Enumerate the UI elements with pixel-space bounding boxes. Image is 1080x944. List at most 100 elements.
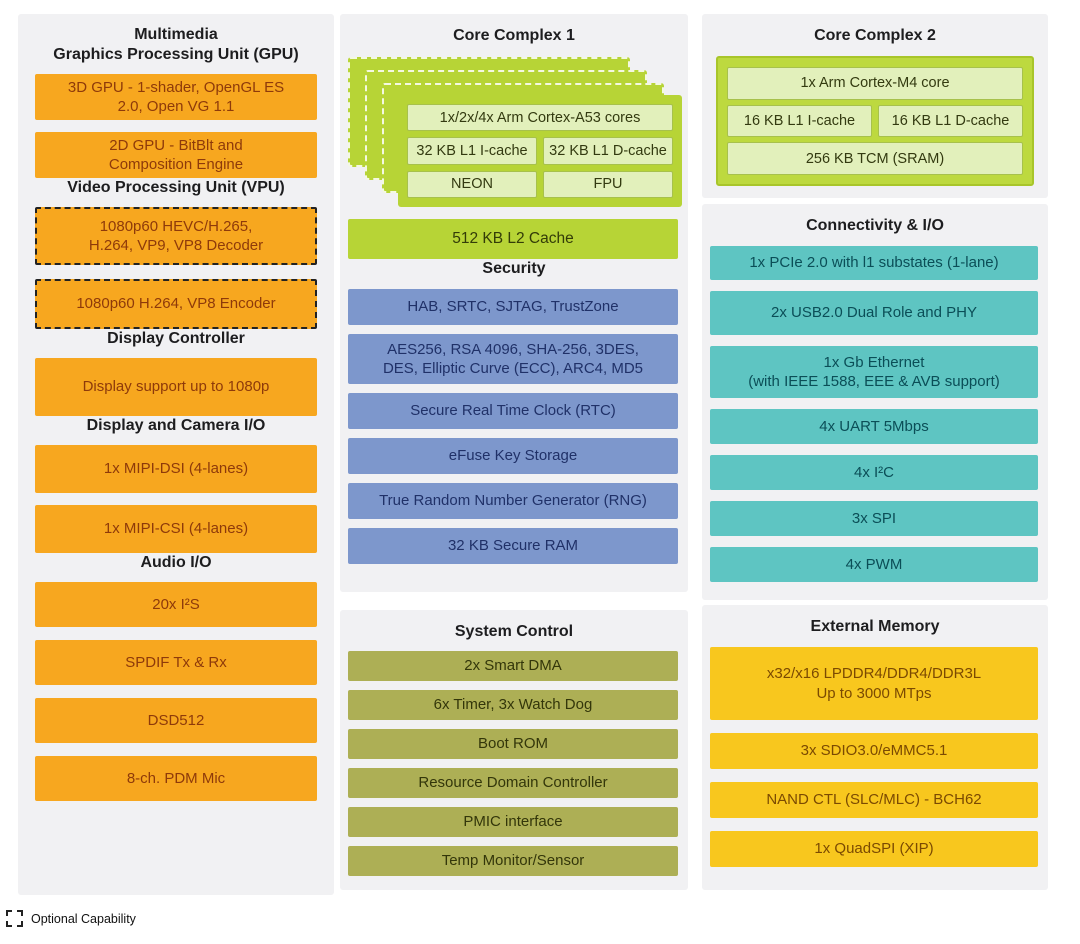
spec-block: SPDIF Tx & Rx	[35, 640, 317, 685]
legend-label: Optional Capability	[31, 911, 136, 926]
spec-block: 1x QuadSPI (XIP)	[710, 831, 1038, 867]
spec-block: 2x Smart DMA	[348, 651, 678, 681]
spec-block-label: Secure Real Time Clock (RTC)	[410, 402, 616, 420]
spec-block: 1x MIPI-DSI (4-lanes)	[35, 445, 317, 493]
spec-block-label: PMIC interface	[463, 813, 563, 831]
spec-block: True Random Number Generator (RNG)	[348, 483, 678, 519]
spec-block-label: Resource Domain Controller	[418, 774, 608, 792]
spec-block: 20x I²S	[35, 582, 317, 627]
spec-block: Temp Monitor/Sensor	[348, 846, 678, 876]
spec-block-label: Temp Monitor/Sensor	[441, 852, 585, 870]
legend: Optional Capability	[6, 910, 136, 927]
audio-io-title: Audio I/O	[140, 554, 212, 571]
m4-core-cell: 1x Arm Cortex-M4 core	[727, 67, 1023, 100]
spec-block-label: 3x SPI	[851, 509, 897, 527]
spec-block-label: 32 KB Secure RAM	[447, 537, 579, 555]
display-controller-blocks: Display support up to 1080p	[35, 358, 317, 416]
spec-block-optional: 1080p60 HEVC/H.265,H.264, VP9, VP8 Decod…	[35, 207, 317, 265]
spec-block: AES256, RSA 4096, SHA-256, 3DES,DES, Ell…	[348, 334, 678, 384]
vpu-blocks: 1080p60 HEVC/H.265,H.264, VP9, VP8 Decod…	[35, 207, 317, 329]
display-controller-title: Display Controller	[107, 330, 245, 347]
m4-icache-cell: 16 KB L1 I-cache	[727, 104, 872, 138]
spec-block: 2x USB2.0 Dual Role and PHY	[710, 291, 1038, 335]
l1-icache-cell: 32 KB L1 I-cache	[407, 137, 537, 165]
spec-block-label: 1080p60 H.264, VP8 Encoder	[76, 295, 276, 313]
core-complex-1-stack: 1x/2x/4x Arm Cortex-A53 cores 32 KB L1 I…	[348, 57, 682, 259]
spec-block: 1x PCIe 2.0 with l1 substates (1-lane)	[710, 246, 1038, 280]
spec-block: 4x PWM	[710, 547, 1038, 582]
spec-block: 8-ch. PDM Mic	[35, 756, 317, 801]
spec-block-label: eFuse Key Storage	[448, 447, 578, 465]
system-control-title: System Control	[454, 623, 574, 640]
spec-block: eFuse Key Storage	[348, 438, 678, 474]
spec-block: Resource Domain Controller	[348, 768, 678, 798]
external-memory-panel: External Memory x32/x16 LPDDR4/DDR4/DDR3…	[702, 605, 1048, 890]
spec-block: 4x I²C	[710, 455, 1038, 490]
audio-io-blocks: 20x I²S SPDIF Tx & Rx DSD512 8-ch. PDM M…	[35, 582, 317, 801]
spec-block: 3x SDIO3.0/eMMC5.1	[710, 733, 1038, 769]
external-memory-title: External Memory	[810, 618, 940, 635]
system-control-blocks: 2x Smart DMA 6x Timer, 3x Watch Dog Boot…	[348, 651, 678, 876]
m4-tcm-cell: 256 KB TCM (SRAM)	[727, 142, 1023, 176]
a53-core-card: 1x/2x/4x Arm Cortex-A53 cores 32 KB L1 I…	[398, 95, 682, 207]
neon-cell: NEON	[407, 170, 537, 198]
spec-block-label: 4x UART 5Mbps	[819, 417, 929, 435]
spec-block-label: DSD512	[147, 711, 205, 729]
spec-block: 1x Gb Ethernet(with IEEE 1588, EEE & AVB…	[710, 346, 1038, 398]
spec-block-label: 4x I²C	[853, 463, 894, 481]
vpu-section-title: Video Processing Unit (VPU)	[67, 179, 285, 196]
spec-block-label: True Random Number Generator (RNG)	[379, 492, 647, 510]
spec-block: 3x SPI	[710, 501, 1038, 536]
m4-dcache-cell: 16 KB L1 D-cache	[878, 104, 1023, 138]
spec-block-label: 20x I²S	[152, 595, 200, 613]
spec-block-label: AES256, RSA 4096, SHA-256, 3DES,DES, Ell…	[382, 340, 644, 377]
spec-block-label: 1x QuadSPI (XIP)	[814, 840, 934, 858]
spec-block-label: 1x PCIe 2.0 with l1 substates (1-lane)	[749, 254, 999, 272]
spec-block-label: Boot ROM	[477, 735, 549, 753]
spec-block-label: SPDIF Tx & Rx	[125, 653, 227, 671]
spec-block-label: 4x PWM	[845, 555, 903, 573]
spec-block: NAND CTL (SLC/MLC) - BCH62	[710, 782, 1038, 818]
connectivity-panel: Connectivity & I/O 1x PCIe 2.0 with l1 s…	[702, 204, 1048, 600]
spec-block: 6x Timer, 3x Watch Dog	[348, 690, 678, 720]
spec-block-label: HAB, SRTC, SJTAG, TrustZone	[407, 298, 619, 316]
spec-block-label: 6x Timer, 3x Watch Dog	[433, 696, 593, 714]
spec-block: Secure Real Time Clock (RTC)	[348, 393, 678, 429]
spec-block-label: Display support up to 1080p	[82, 378, 270, 396]
spec-block-label: 1x MIPI-CSI (4-lanes)	[103, 520, 249, 538]
spec-block: DSD512	[35, 698, 317, 743]
system-control-panel: System Control 2x Smart DMA 6x Timer, 3x…	[340, 610, 688, 890]
m4-core-card: 1x Arm Cortex-M4 core 16 KB L1 I-cache 1…	[716, 56, 1034, 186]
core-complex-1-title: Core Complex 1	[453, 27, 575, 44]
display-camera-io-title: Display and Camera I/O	[86, 417, 266, 434]
spec-block-label: 1x MIPI-DSI (4-lanes)	[103, 460, 249, 478]
spec-block: 4x UART 5Mbps	[710, 409, 1038, 444]
spec-block-label: NAND CTL (SLC/MLC) - BCH62	[766, 791, 982, 809]
spec-block-label: 1080p60 HEVC/H.265,H.264, VP9, VP8 Decod…	[88, 217, 264, 254]
connectivity-blocks: 1x PCIe 2.0 with l1 substates (1-lane) 2…	[710, 246, 1038, 582]
fpu-cell: FPU	[543, 170, 673, 198]
spec-block-label: 8-ch. PDM Mic	[126, 769, 226, 787]
l1-dcache-cell: 32 KB L1 D-cache	[543, 137, 673, 165]
spec-block: HAB, SRTC, SJTAG, TrustZone	[348, 289, 678, 325]
spec-block-optional: 1080p60 H.264, VP8 Encoder	[35, 279, 317, 329]
spec-block-label: 2x USB2.0 Dual Role and PHY	[771, 304, 977, 322]
spec-block-label: 2x Smart DMA	[464, 657, 562, 675]
security-blocks: HAB, SRTC, SJTAG, TrustZone AES256, RSA …	[348, 289, 678, 564]
security-title: Security	[482, 260, 546, 277]
spec-block: Boot ROM	[348, 729, 678, 759]
optional-capability-icon	[6, 910, 23, 927]
core-complex-1-panel: Core Complex 1 1x/2x/4x Arm Cortex-A53 c…	[340, 14, 688, 592]
a53-cores-cell: 1x/2x/4x Arm Cortex-A53 cores	[407, 104, 673, 132]
spec-block-label: 3x SDIO3.0/eMMC5.1	[800, 742, 948, 760]
